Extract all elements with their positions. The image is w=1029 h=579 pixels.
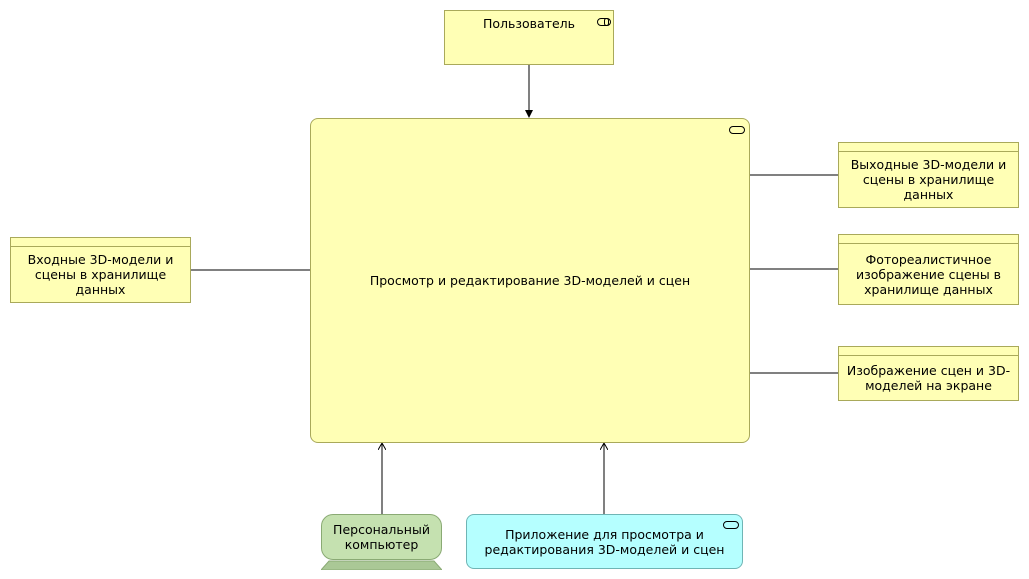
service-icon [729,126,745,134]
screen-image-label: Изображение сцен и 3D-моделей на экране [846,363,1011,393]
main-function-box[interactable]: Просмотр и редактирование 3D-моделей и с… [310,118,750,443]
input-data-label: Входные 3D-модели и сцены в хранилище да… [27,252,174,297]
computer-node[interactable]: Персональный компьютер [321,514,442,570]
screen-image-object[interactable]: Изображение сцен и 3D-моделей на экране [838,346,1019,401]
photo-image-object[interactable]: Фотореалистичное изображение сцены в хра… [838,234,1019,305]
service-icon [723,521,739,529]
computer-screen: Персональный компьютер [321,514,442,560]
computer-label: Персональный компьютер [333,522,430,552]
output-models-label: Выходные 3D-модели и сцены в хранилище д… [850,157,1007,202]
user-role-box[interactable]: Пользователь [444,10,614,65]
computer-base [321,560,442,570]
output-models-object[interactable]: Выходные 3D-модели и сцены в хранилище д… [838,142,1019,208]
input-data-object[interactable]: Входные 3D-модели и сцены в хранилище да… [10,237,191,303]
photo-image-label: Фотореалистичное изображение сцены в хра… [855,251,1002,297]
user-role-label: Пользователь [482,16,576,31]
application-label: Приложение для просмотра и редактировани… [484,526,725,557]
main-function-label: Просмотр и редактирование 3D-моделей и с… [369,273,691,288]
role-icon [597,18,611,26]
application-component[interactable]: Приложение для просмотра и редактировани… [466,514,743,569]
